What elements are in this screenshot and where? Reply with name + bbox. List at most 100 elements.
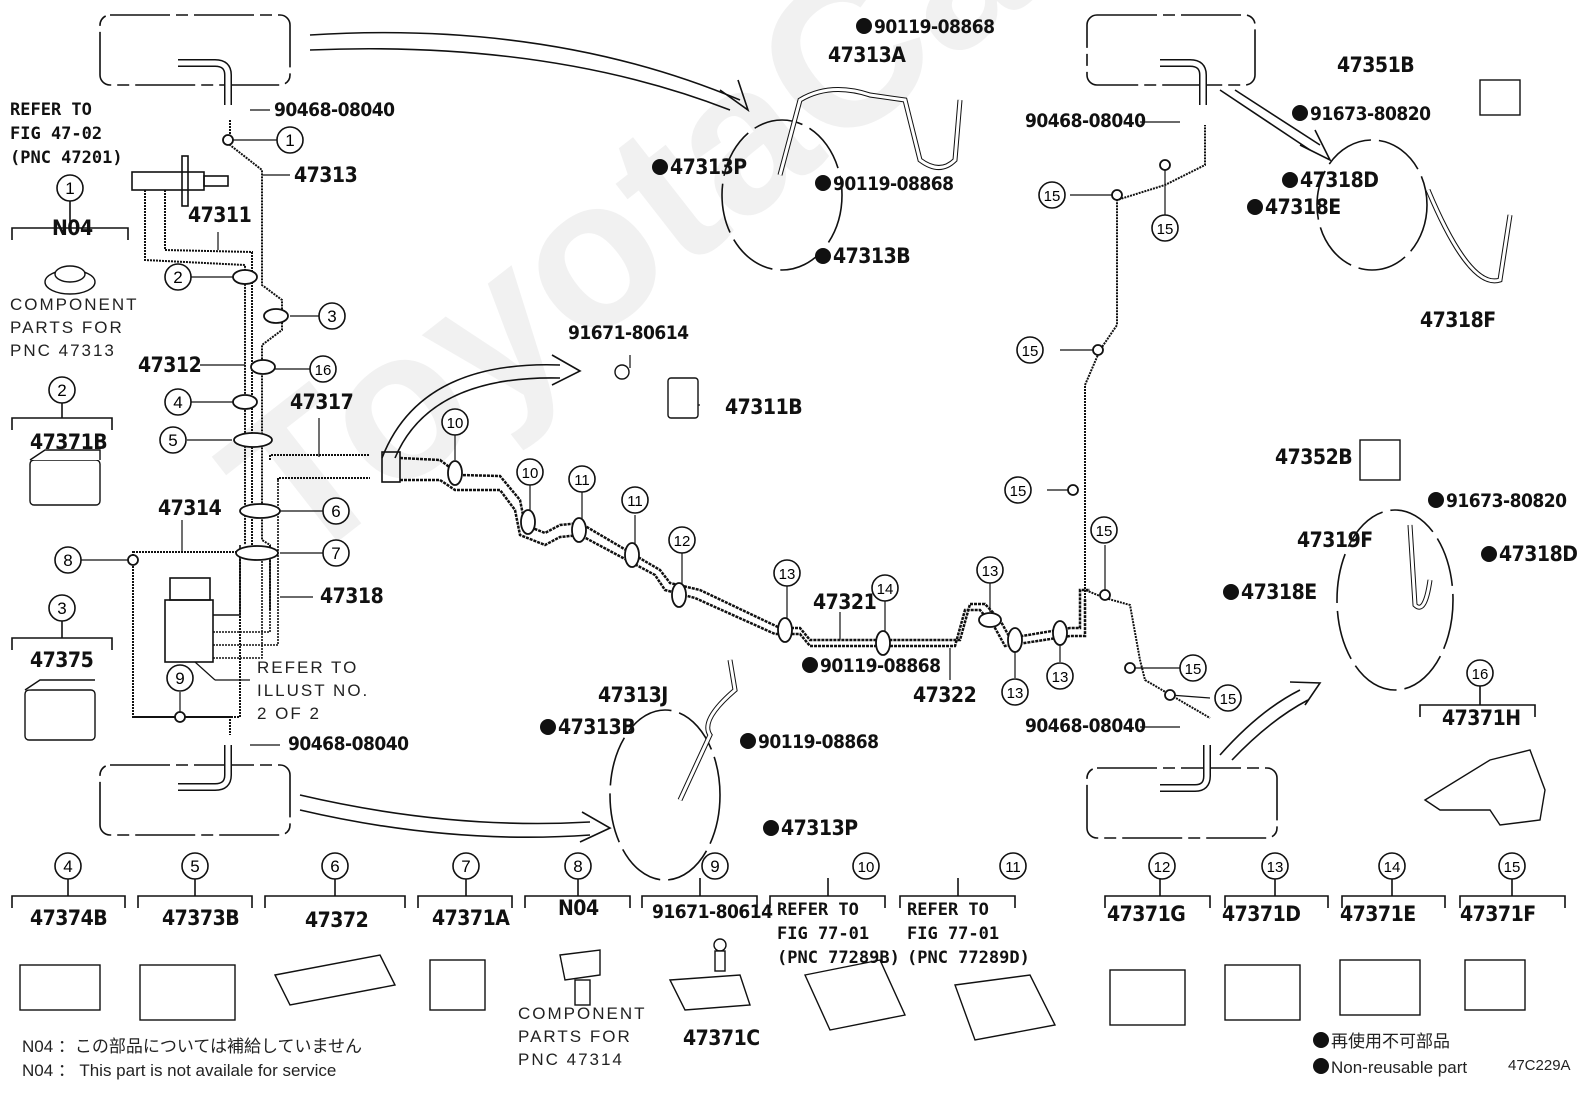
label-47322: 47322 [913,683,977,707]
detail-circle-top-center [721,119,843,271]
callout-circle [54,546,82,574]
callout-number: 1 [285,131,294,150]
callout-circle [1214,684,1242,712]
hose-47318F [1425,189,1513,284]
legend-16-part: 47371H [1442,706,1521,730]
figure-code: 47C229A [1508,1057,1571,1074]
callout-circle [852,852,880,880]
legend-2-part: 47371B [30,430,108,454]
label-47311B: 47311B [725,395,803,419]
callout-number: 4 [173,393,182,412]
label-clip-bottom-left: 90468-08040 [288,733,409,755]
footnote-nonreuse-en: Non-reusable part [1313,1058,1467,1076]
callout-circle [701,852,729,880]
legend-11-refer: REFER TO FIG 77-01 (PNC 77289D) [907,900,1030,968]
part-sketches [19,79,1546,1041]
callout-circle [48,376,76,404]
callout-number: 12 [674,533,691,550]
label-90119-08868-a: 90119-08868 [856,18,995,37]
callout-number: 7 [331,544,340,563]
footnote-n04-jp: N04 ：この部品については補給していません [22,1037,363,1056]
callout-circle [441,408,469,436]
callout-number: 5 [190,857,199,876]
caliper-outline-bottom-left [99,764,291,836]
callout-number: 13 [1007,685,1024,702]
callout-number: 10 [858,859,875,876]
callout-circle [999,852,1027,880]
label-47313J: 47313J [598,683,668,707]
label-47313P-bottom: 47313P [763,818,858,839]
callout-number: 1 [65,179,74,198]
callout-circle [1046,662,1074,690]
callout-number: 15 [1096,523,1113,540]
label-90119-08868-d: 90119-08868 [740,733,879,752]
callout-circle [1466,659,1494,687]
label-47317: 47317 [290,390,354,414]
legend-10-refer: REFER TO FIG 77-01 (PNC 77289B) [777,900,900,968]
legend-1-part: N04 [52,216,93,240]
label-47321: 47321 [813,590,877,614]
label-47318D-b: 47318D [1481,544,1578,565]
callout-circle [1179,654,1207,682]
callout-number: 16 [315,362,332,379]
label-90119-08868-b: 90119-08868 [815,175,954,194]
refer-fig-47-02: REFER TO FIG 47-02 (PNC 47201) [10,100,123,168]
callout-number: 13 [1267,859,1284,876]
legend-8-part: N04 [558,896,599,920]
callout-circle [516,458,544,486]
legend-3-part: 47375 [30,648,94,672]
callout-circle [1151,214,1179,242]
callout-circle [1001,678,1029,706]
detail-circle-mid-right [1336,509,1454,691]
label-47314: 47314 [158,496,222,520]
label-47313B-bottom: 47313B [540,717,636,738]
caliper-pipe-top-left [178,59,232,105]
label-47318D-a: 47318D [1282,170,1379,191]
callout-circle [1004,476,1032,504]
callout-circle [164,263,192,291]
callout-circle [668,526,696,554]
callout-circle [54,852,82,880]
callout-number: 15 [1504,859,1521,876]
label-47319F: 47319F [1297,528,1373,552]
label-clip-top-left: 90468-08040 [274,99,395,121]
callout-number: 6 [330,857,339,876]
callout-circle [56,174,84,202]
callout-circle [621,486,649,514]
legend-5-part: 47373B [162,906,240,930]
arrow-bracket [381,363,561,459]
callout-circle [1016,336,1044,364]
legend-6-part: 47372 [305,908,369,932]
callout-circle [159,426,187,454]
caliper-outline-bottom-right [1086,767,1278,839]
callout-number: 11 [574,472,590,489]
callout-number: 11 [1005,859,1021,876]
label-47352B: 47352B [1275,445,1353,469]
legend-9-sub: 47371C [683,1026,760,1050]
callout-number: 15 [1022,343,1039,360]
footnote-nonreuse-jp: 再使用不可部品 [1313,1032,1450,1050]
callout-number: 5 [168,431,177,450]
callout-number: 15 [1157,221,1174,238]
label-47313: 47313 [294,163,358,187]
callout-number: 9 [710,857,719,876]
callout-number: 15 [1220,691,1237,708]
callout-number: 13 [1052,669,1069,686]
caliper-outline-top-left [99,14,291,86]
arrow-bottom-right [1219,689,1301,756]
callout-number: 15 [1185,661,1202,678]
label-47312: 47312 [138,353,202,377]
label-clip-bottom-right: 90468-08040 [1025,715,1146,737]
callout-number: 8 [63,551,72,570]
callout-circle [1090,516,1118,544]
label-47318E-a: 47318E [1247,197,1341,218]
callout-circle [276,126,304,154]
callout-circle [166,664,194,692]
label-91671-80614: 91671-80614 [568,322,689,344]
callout-circle [568,465,596,493]
junction-block [381,451,401,483]
callout-number: 11 [627,493,643,510]
callout-number: 13 [779,566,796,583]
